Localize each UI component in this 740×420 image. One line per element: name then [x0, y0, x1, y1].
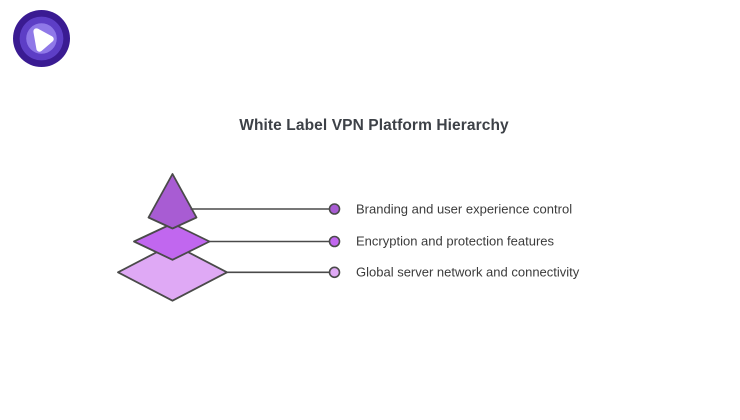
level-1-label: Branding and user experience control [356, 201, 573, 217]
brand-logo [13, 10, 70, 67]
pyramid-level-1-shape [147, 173, 198, 230]
level-2-label: Encryption and protection features [356, 233, 555, 249]
diagram-title: White Label VPN Platform Hierarchy [239, 117, 509, 134]
level-3-label: Global server network and connectivity [356, 264, 580, 280]
connector-dot-1 [328, 203, 341, 215]
connector-dot-3 [328, 266, 341, 279]
vpn-logo-icon [13, 10, 70, 67]
logo-core-shape [33, 28, 54, 52]
connector-dot-2 [328, 235, 341, 248]
